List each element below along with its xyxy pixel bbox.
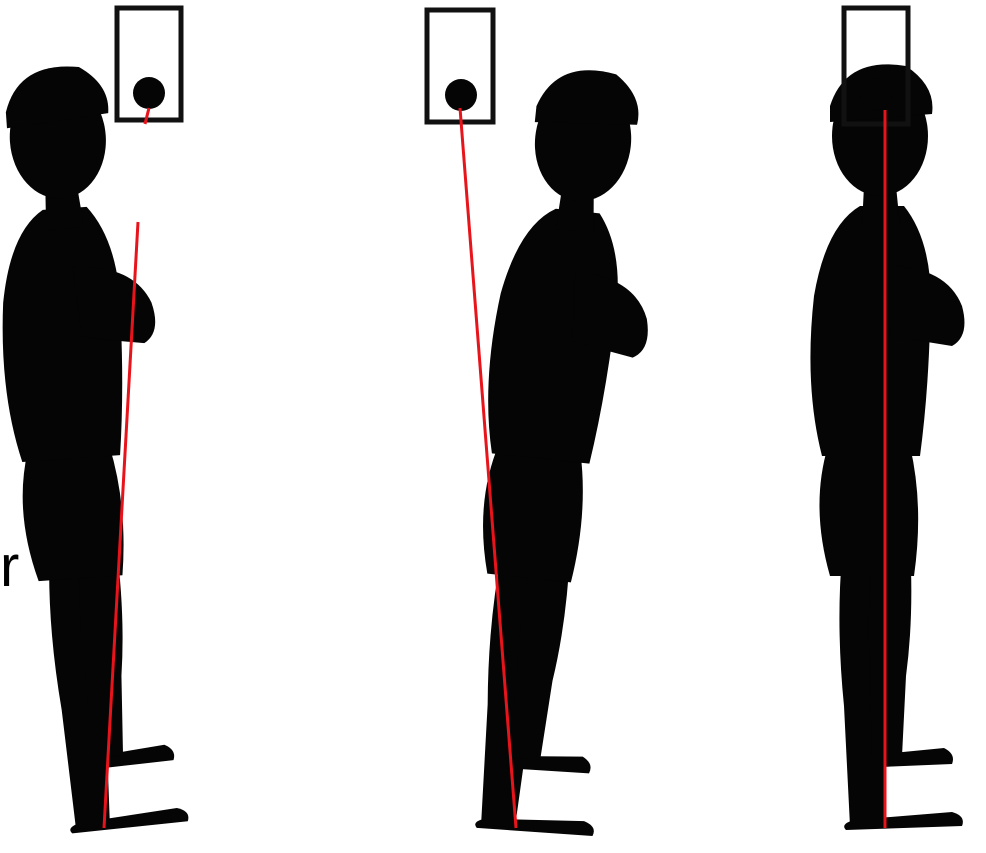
panel-center <box>427 10 675 840</box>
silhouette-left <box>0 61 191 836</box>
silhouette-center <box>441 63 674 841</box>
frame-marker-center <box>445 79 477 111</box>
silhouette-right <box>810 64 964 830</box>
head-frame-left <box>117 8 181 124</box>
frame-marker-left <box>133 77 165 109</box>
panel-right <box>810 8 964 830</box>
panel-left <box>0 8 191 836</box>
frame-marker-right <box>860 78 892 110</box>
head-frame-center <box>427 10 493 122</box>
